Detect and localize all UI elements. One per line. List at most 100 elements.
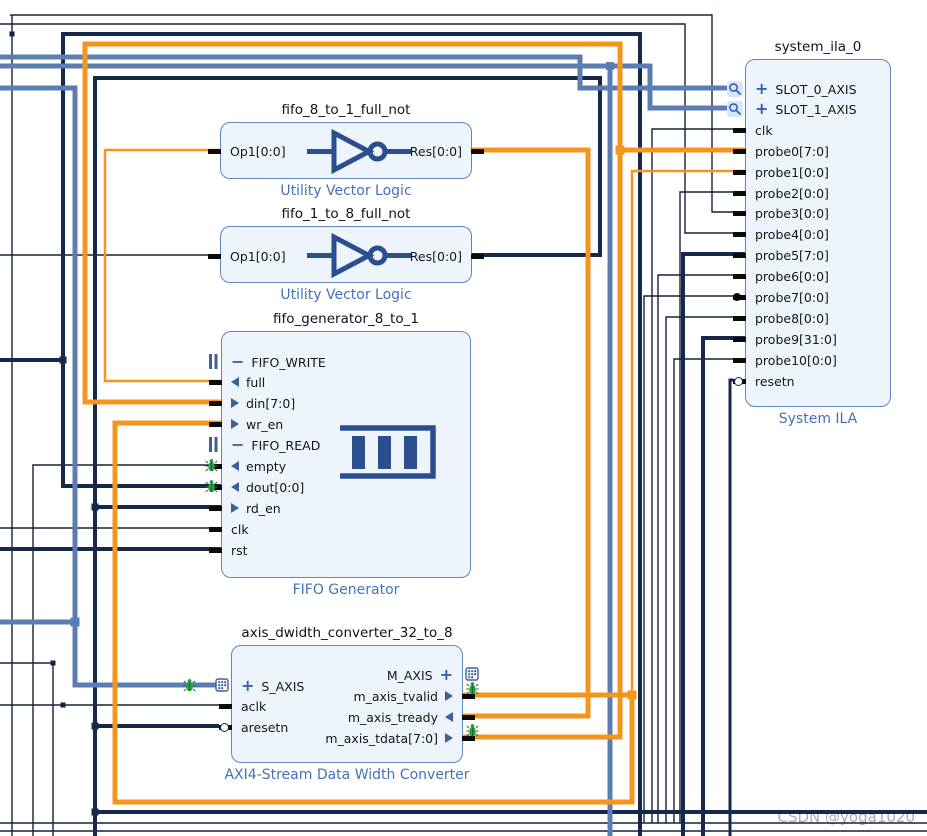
pin-stub[interactable] — [208, 253, 221, 259]
port-resetn[interactable]: resetn — [733, 372, 795, 390]
wire-tdata-net[interactable] — [82, 41, 623, 740]
pin-stub[interactable] — [462, 735, 475, 741]
magnifier-icon[interactable] — [727, 101, 743, 117]
port-probe7-0-0[interactable]: probe7[0:0] — [733, 288, 829, 306]
pin-stub[interactable] — [733, 357, 746, 363]
wire-empty[interactable] — [32, 464, 221, 836]
port-rst[interactable]: rst — [209, 541, 248, 559]
port-probe6-0-0[interactable]: probe6[0:0] — [733, 267, 829, 285]
collapse-minus-icon[interactable]: − — [231, 352, 245, 371]
wire-saxis-left-drop[interactable] — [0, 85, 78, 622]
port-aclk[interactable]: aclk — [219, 697, 266, 715]
pin-stub[interactable] — [733, 273, 746, 279]
port-probe9-31-0[interactable]: probe9[31:0] — [733, 330, 837, 348]
wire-probe8[interactable] — [665, 316, 745, 823]
port-res-0-0[interactable]: Res[0:0] — [410, 247, 484, 265]
wire-full-net[interactable] — [103, 148, 222, 383]
wire-tvalid-probe1[interactable] — [630, 169, 745, 695]
expand-plus-icon[interactable]: + — [755, 99, 769, 118]
pin-stub[interactable] — [733, 148, 746, 154]
port-rd-en[interactable]: rd_en — [209, 499, 281, 517]
port-dout-0-0[interactable]: dout[0:0] — [205, 478, 304, 496]
pin-stub[interactable] — [733, 210, 746, 216]
expand-plus-icon[interactable]: + — [755, 79, 769, 98]
wire-slot1-axis[interactable] — [0, 63, 727, 111]
wire-probe9[interactable] — [701, 336, 745, 836]
wire-probe2[interactable] — [679, 191, 745, 823]
port-aresetn[interactable]: aresetn — [219, 718, 288, 736]
pin-stub[interactable] — [733, 231, 746, 237]
wire-probe5[interactable] — [681, 252, 745, 836]
system_ila_0-title[interactable]: system_ila_0 — [774, 39, 862, 55]
port-slot-1-axis[interactable]: +SLOT_1_AXIS — [727, 99, 857, 118]
port-wr-en[interactable]: wr_en — [209, 415, 283, 433]
wire-probe7[interactable] — [643, 295, 733, 823]
fifo_generator_8_to_1-title[interactable]: fifo_generator_8_to_1 — [273, 311, 419, 327]
port-m-axis-tvalid[interactable]: m_axis_tvalid — [353, 682, 479, 705]
port-slot-0-axis[interactable]: +SLOT_0_AXIS — [727, 79, 857, 98]
pin-stub[interactable] — [733, 315, 746, 321]
wire-tready-net[interactable] — [463, 147, 591, 719]
port-s-axis[interactable]: +S_AXIS — [183, 676, 304, 695]
port-probe1-0-0[interactable]: probe1[0:0] — [733, 163, 829, 181]
axis_dwidth_converter_32_to_8-title[interactable]: axis_dwidth_converter_32_to_8 — [241, 625, 453, 641]
pin-stub[interactable] — [209, 526, 222, 532]
port-clk[interactable]: clk — [209, 520, 249, 538]
port-probe8-0-0[interactable]: probe8[0:0] — [733, 309, 829, 327]
port-fifo-read[interactable]: −FIFO_READ — [209, 435, 320, 454]
port-m-axis-tdata-7-0[interactable]: m_axis_tdata[7:0] — [325, 724, 479, 747]
pin-stub[interactable] — [471, 148, 484, 154]
port-res-0-0[interactable]: Res[0:0] — [410, 142, 484, 160]
fifo_8_to_1_full_not-title[interactable]: fifo_8_to_1_full_not — [281, 102, 411, 118]
port-probe4-0-0[interactable]: probe4[0:0] — [733, 225, 829, 243]
pin-stub[interactable] — [208, 148, 221, 154]
pin-stub[interactable] — [733, 169, 746, 175]
expand-plus-icon[interactable]: + — [439, 665, 453, 684]
pin-stub[interactable] — [209, 400, 222, 406]
port-probe0-7-0[interactable]: probe0[7:0] — [733, 142, 829, 160]
port-probe5-7-0[interactable]: probe5[7:0] — [733, 246, 829, 264]
port-op1-0-0[interactable]: Op1[0:0] — [208, 247, 286, 265]
pin-stub[interactable] — [462, 714, 475, 720]
port-full[interactable]: full — [209, 373, 265, 391]
wire-resetn[interactable] — [728, 378, 733, 836]
wire-probe6[interactable] — [657, 274, 745, 823]
port-probe10-0-0[interactable]: probe10[0:0] — [733, 351, 837, 369]
port-fifo-write[interactable]: −FIFO_WRITE — [209, 352, 326, 371]
pin-stub[interactable] — [733, 127, 746, 133]
pin-stub[interactable] — [733, 190, 746, 196]
wire-res2-reset-net[interactable] — [93, 76, 927, 814]
pin-stub[interactable] — [209, 547, 222, 553]
pin-stub[interactable] — [209, 379, 222, 385]
pin-stub[interactable] — [209, 421, 222, 427]
pin-stub[interactable] — [733, 252, 746, 258]
port-clk[interactable]: clk — [733, 121, 773, 139]
wire-tvalid-net[interactable] — [112, 420, 635, 805]
wire-slot0-axis[interactable] — [0, 54, 727, 91]
pin-stub[interactable] — [733, 336, 746, 342]
pin-stub[interactable] — [219, 703, 232, 709]
port-m-axis-tready[interactable]: m_axis_tready — [348, 708, 475, 726]
expand-plus-icon[interactable]: + — [241, 676, 255, 695]
port-op1-0-0[interactable]: Op1[0:0] — [208, 142, 286, 160]
wire-saxis-in[interactable] — [72, 622, 224, 688]
collapse-minus-icon[interactable]: − — [231, 435, 245, 454]
port-m-axis[interactable]: M_AXIS+ — [387, 665, 479, 684]
port-probe3-0-0[interactable]: probe3[0:0] — [733, 204, 829, 222]
pin-stub[interactable] — [209, 505, 222, 511]
wire-probe10[interactable] — [673, 358, 745, 823]
port-empty[interactable]: empty — [205, 457, 286, 475]
wire-top-frame-1-probe3[interactable] — [10, 14, 745, 213]
port-din-7-0[interactable]: din[7:0] — [209, 394, 295, 412]
wire-ila-clk[interactable] — [651, 128, 745, 823]
magnifier-icon[interactable] — [727, 81, 743, 97]
pin-stub[interactable] — [471, 253, 484, 259]
port-probe2-0-0[interactable]: probe2[0:0] — [733, 184, 829, 202]
fifo_1_to_8_full_not-title[interactable]: fifo_1_to_8_full_not — [281, 206, 411, 222]
